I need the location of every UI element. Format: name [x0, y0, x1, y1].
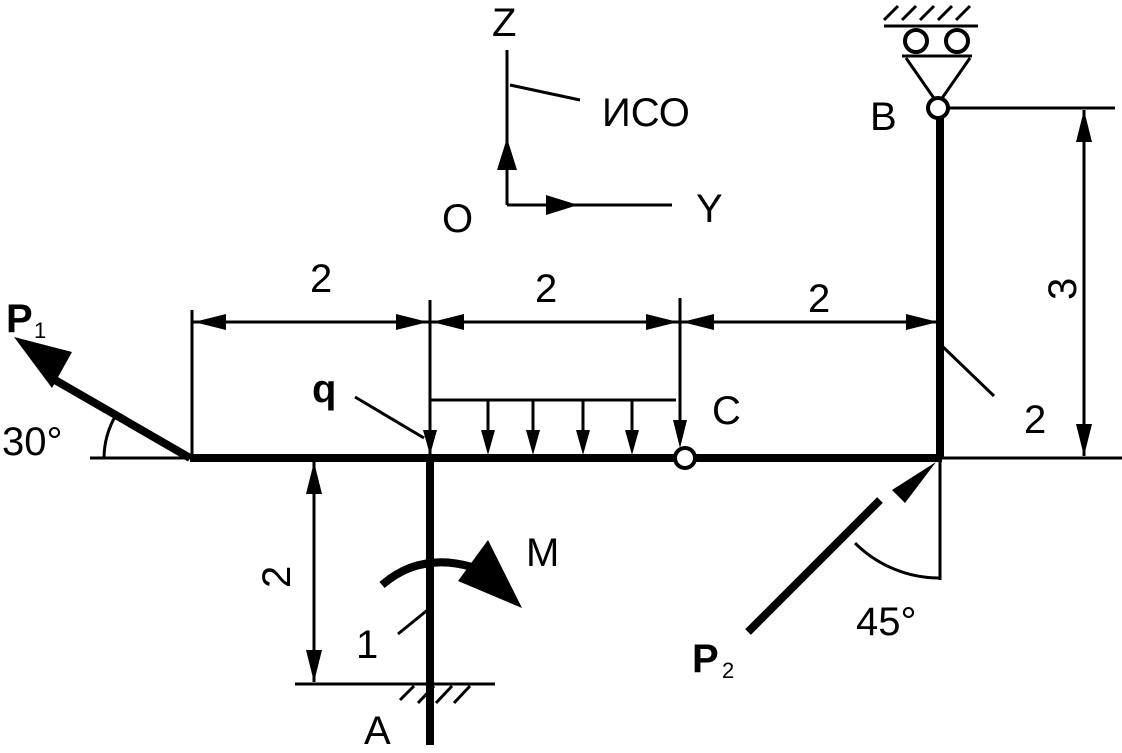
dim-arrowhead [306, 650, 322, 682]
load-arrow-head [576, 430, 590, 455]
section-2-label: 2 [1024, 398, 1046, 442]
dim-arrowhead [306, 462, 322, 494]
moment: M [379, 531, 559, 608]
force-p1-label: P [6, 297, 33, 341]
roller-icon [944, 28, 970, 54]
dim-arrowhead [646, 314, 678, 330]
moment-arc [379, 558, 474, 589]
vertical-dimension-right: 3 [948, 106, 1115, 456]
hatch-icon [416, 684, 436, 705]
point-a-label: A [364, 709, 391, 748]
point-c-label: C [712, 389, 741, 433]
coordinate-frame: Z Y O ИСО [442, 1, 723, 241]
structure [90, 108, 1122, 745]
dim-vertical-bottom-label: 2 [255, 566, 299, 588]
hatch-icon [398, 684, 416, 702]
hatch-icon [954, 4, 972, 22]
section-2-line [938, 342, 996, 398]
hatch-icon [900, 4, 918, 22]
c-leader-arrowhead [673, 420, 687, 448]
z-axis-label: Z [492, 1, 516, 45]
load-arrow-head [526, 430, 540, 455]
hatch-icon [452, 684, 472, 705]
section-1-label: 1 [356, 623, 378, 667]
load-arrow-head [625, 430, 639, 455]
angle-45-label: 45° [856, 600, 917, 644]
angle-arc-30 [102, 414, 118, 459]
force-p1-arrowhead [14, 337, 72, 388]
dim-arrowhead [432, 314, 464, 330]
load-q-label: q [312, 367, 336, 411]
frame-leader-line [509, 83, 581, 102]
moment-arrowhead [458, 540, 522, 608]
section-markers: 1 2 [356, 342, 1046, 667]
dim-arrowhead [906, 314, 938, 330]
dim-arrowhead [396, 314, 428, 330]
angle-arc-45 [853, 541, 941, 580]
roller-icon [903, 28, 929, 54]
angle-30-label: 30° [2, 420, 63, 464]
hatch-icon [918, 4, 936, 22]
force-p2-shaft [745, 497, 883, 635]
dim-vertical-right-label: 3 [1041, 278, 1085, 300]
frame-name-label: ИСО [602, 91, 690, 135]
dim-left-span-label: 2 [310, 257, 332, 301]
horizontal-dimensions: 2 2 2 [190, 257, 942, 458]
dim-middle-span-label: 2 [535, 267, 557, 311]
dim-arrowhead [194, 314, 226, 330]
support-a: A [295, 682, 495, 753]
force-p1: P 1 30° [2, 297, 193, 464]
distributed-load: q [312, 367, 676, 455]
dim-arrowhead [1076, 424, 1092, 456]
hatch-icon [882, 4, 900, 22]
y-axis-label: Y [696, 187, 723, 231]
force-p2: P 2 45° [692, 458, 942, 683]
dim-arrowhead [682, 314, 714, 330]
dim-arrowhead [1076, 110, 1092, 142]
force-p1-shaft [52, 376, 193, 462]
hatch-icon [936, 4, 954, 22]
force-p1-subscript: 1 [34, 318, 46, 343]
hatch-icon [434, 684, 454, 705]
dim-right-span-label: 2 [808, 277, 830, 321]
load-arrow-head [481, 430, 495, 455]
moment-m-label: M [526, 531, 559, 575]
z-axis-arrowhead [497, 138, 517, 170]
hinge-c [673, 446, 697, 470]
section-1-line [397, 606, 431, 636]
y-axis-arrowhead [546, 195, 578, 215]
q-leader-line [354, 395, 425, 440]
origin-label: O [442, 197, 473, 241]
point-c: C [673, 298, 741, 448]
force-p2-label: P [692, 637, 719, 681]
vertical-dimension-bottom: 2 [255, 460, 322, 682]
force-p2-subscript: 2 [722, 658, 734, 683]
force-p2-arrowhead [892, 462, 936, 503]
point-b-label: B [870, 95, 897, 139]
support-b: B [870, 4, 978, 139]
pin-b [926, 96, 950, 120]
